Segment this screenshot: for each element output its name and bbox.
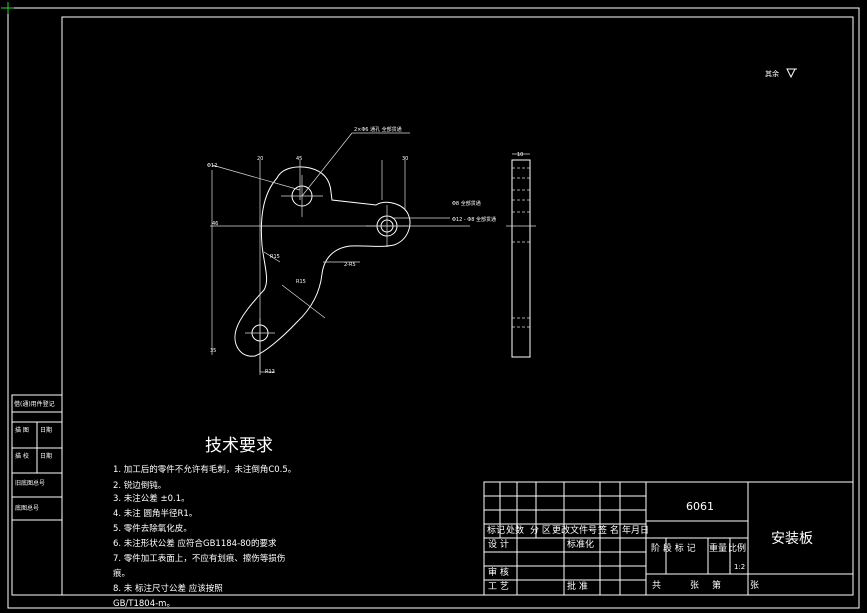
approve-label: 批 准: [567, 580, 588, 592]
rev-col-1: 处数: [506, 524, 524, 536]
tech-item-3: 3. 未注公差 ±0.1。: [113, 493, 190, 504]
dim-top-1: 20: [257, 156, 263, 162]
tech-item-6: 6. 未注形状公差 应符合GB1184-80的要求: [113, 538, 277, 549]
tech-heading: 技术要求: [205, 436, 273, 456]
dim-left: Φ12: [207, 163, 217, 169]
side-table: 借(通)用件登记 描 图 日期 描 校 日期 旧底图总号 底图总号: [11, 394, 63, 596]
tech-requirements: 技术要求 1. 加工后的零件不允许有毛刺，未注倒角C0.5。 2. 锐边倒钝。 …: [113, 436, 296, 609]
scale-value: 1:2: [734, 563, 745, 571]
surface-note: 其余: [765, 69, 779, 78]
part-side-view: 10: [506, 152, 536, 358]
dim-slot: 2-R5: [344, 262, 356, 268]
sheet-total-label: 共: [652, 580, 661, 591]
scale-label: 比例: [728, 542, 746, 554]
dim-r1: R15: [270, 254, 280, 260]
tech-item-8b: GB/T1804-m。: [113, 599, 175, 609]
sheet-unit-1: 张: [690, 580, 699, 591]
part-front-view: 2×Φ6 通孔 全部贯通 Φ8 全部贯通 Φ12 - Φ8 全部贯通 Φ12 2…: [207, 126, 496, 375]
side-col-date-1: 日期: [40, 426, 52, 434]
tech-item-4: 4. 未注 圆角半径R1。: [113, 508, 197, 519]
tech-item-7b: 痕。: [113, 568, 130, 579]
note-right-hole-2: Φ12 - Φ8 全部贯通: [452, 216, 496, 223]
rev-col-4: 签 名: [598, 524, 619, 536]
outer-border: [7, 7, 860, 609]
side-dim: 10: [517, 152, 523, 158]
weight-label: 重量: [709, 542, 727, 554]
part-name: 安装板: [771, 531, 813, 547]
tech-item-2: 2. 锐边倒钝。: [113, 480, 166, 491]
design-label: 设 计: [488, 538, 509, 550]
material-label: 6061: [686, 500, 714, 513]
rev-col-2: 分 区: [530, 525, 551, 536]
sheet-no-label: 第: [712, 579, 721, 591]
tech-item-5: 5. 零件去除氧化皮。: [113, 523, 192, 534]
dim-left-3: 35: [210, 348, 216, 354]
dim-left-2: 46: [212, 221, 218, 227]
dim-top-2: 45: [296, 156, 302, 162]
note-top-hole: 2×Φ6 通孔 全部贯通: [354, 126, 402, 133]
rev-col-0: 标记: [487, 524, 505, 536]
process-label: 工 艺: [488, 581, 509, 592]
inner-frame: [61, 16, 854, 596]
tech-item-7: 7. 零件加工表面上，不应有划痕、擦伤等损伤: [113, 553, 285, 564]
side-row-0: 借(通)用件登记: [14, 400, 55, 408]
side-col-date-2: 日期: [40, 452, 52, 460]
note-right-hole-1: Φ8 全部贯通: [452, 200, 481, 207]
tech-item-1: 1. 加工后的零件不允许有毛刺，未注倒角C0.5。: [113, 464, 296, 475]
title-block: 6061 安装板 标记 处数 分 区 更改文件号 签 名 年月日 设 计 标准化…: [483, 481, 854, 596]
side-row-3: 旧底图总号: [15, 479, 45, 487]
rev-col-5: 年月日: [622, 524, 649, 536]
side-row-2: 描 校: [15, 452, 29, 460]
dim-top-3: 30: [402, 156, 408, 162]
sheet-unit-2: 张: [750, 580, 759, 591]
roughness-icon: [786, 68, 797, 79]
dim-bottom: R12: [265, 369, 275, 375]
dim-r2: R15: [296, 279, 306, 285]
rev-col-3: 更改文件号: [552, 524, 597, 536]
tech-item-8: 8. 未 标注尺寸公差 应该按照: [113, 583, 223, 594]
side-row-4: 底图总号: [15, 504, 39, 512]
standardize-label: 标准化: [567, 538, 594, 550]
review-label: 审 核: [488, 566, 509, 578]
stage-label: 阶 段 标 记: [651, 542, 696, 554]
origin-marker: [1, 2, 14, 14]
side-row-1: 描 图: [15, 426, 29, 434]
